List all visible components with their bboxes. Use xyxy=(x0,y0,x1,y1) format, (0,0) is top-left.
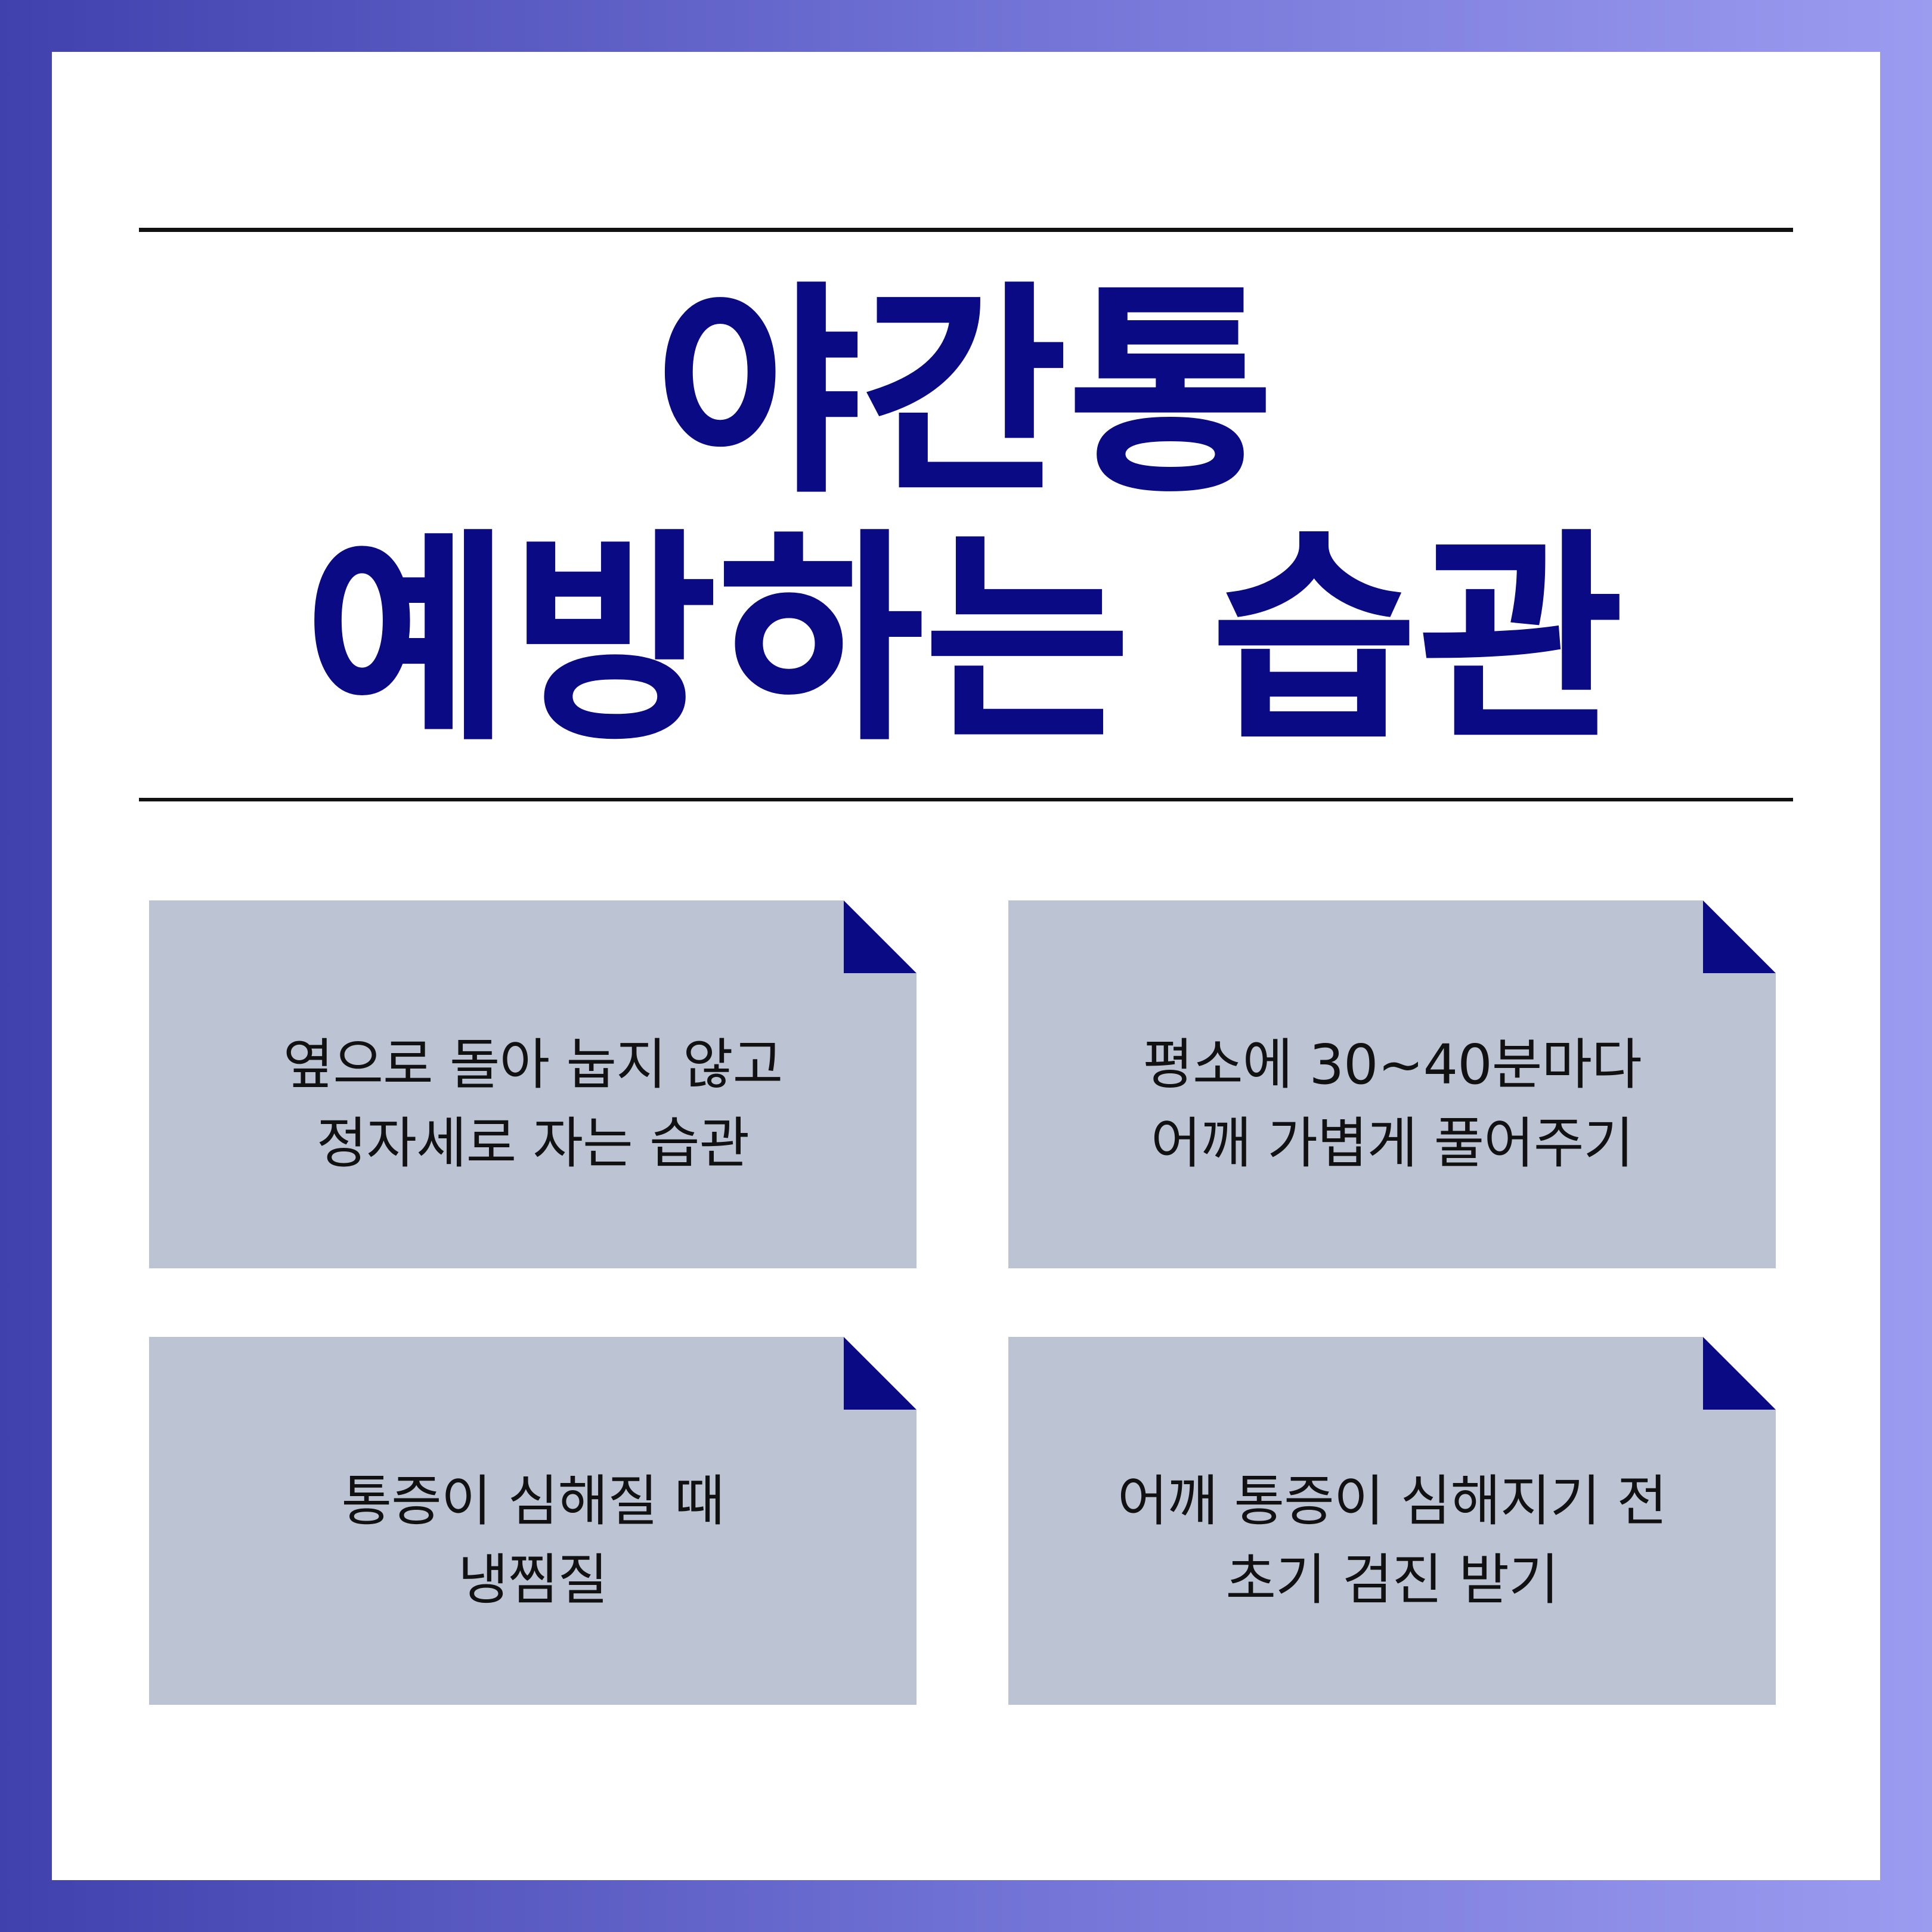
folded-corner-icon xyxy=(844,900,917,973)
habit-card-2: 평소에 30~40분마다 어깨 가볍게 풀어주기 xyxy=(1008,900,1776,1268)
habit-card-text: 어깨 통증이 심해지기 전 초기 검진 받기 xyxy=(1008,1462,1776,1620)
habit-card-line: 정자세로 자는 습관 xyxy=(316,1111,750,1175)
habit-card-line: 옆으로 돌아 눕지 않고 xyxy=(283,1033,784,1097)
habit-card-line: 어깨 통증이 심해지기 전 xyxy=(1117,1469,1667,1533)
habit-card-text: 평소에 30~40분마다 어깨 가볍게 풀어주기 xyxy=(1008,1026,1776,1183)
habit-card-1: 옆으로 돌아 눕지 않고 정자세로 자는 습관 xyxy=(149,900,917,1268)
top-divider xyxy=(139,228,1793,232)
habit-card-line: 어깨 가볍게 풀어주기 xyxy=(1150,1111,1634,1175)
habit-card-line: 냉찜질 xyxy=(458,1548,608,1612)
habit-card-line: 통증이 심해질 때 xyxy=(341,1469,725,1533)
habit-card-3: 통증이 심해질 때 냉찜질 xyxy=(149,1337,917,1705)
habit-card-4: 어깨 통증이 심해지기 전 초기 검진 받기 xyxy=(1008,1337,1776,1705)
title-line-2: 예방하는 습관 xyxy=(304,513,1626,769)
habit-card-text: 통증이 심해질 때 냉찜질 xyxy=(149,1462,917,1620)
title-line-1: 야간통 xyxy=(654,265,1276,522)
habit-card-text: 옆으로 돌아 눕지 않고 정자세로 자는 습관 xyxy=(149,1026,917,1183)
folded-corner-icon xyxy=(1703,1337,1776,1410)
habit-card-line: 초기 검진 받기 xyxy=(1225,1548,1559,1612)
bottom-divider xyxy=(139,798,1793,801)
folded-corner-icon xyxy=(1703,900,1776,973)
folded-corner-icon xyxy=(844,1337,917,1410)
habit-card-line: 평소에 30~40분마다 xyxy=(1143,1033,1642,1097)
